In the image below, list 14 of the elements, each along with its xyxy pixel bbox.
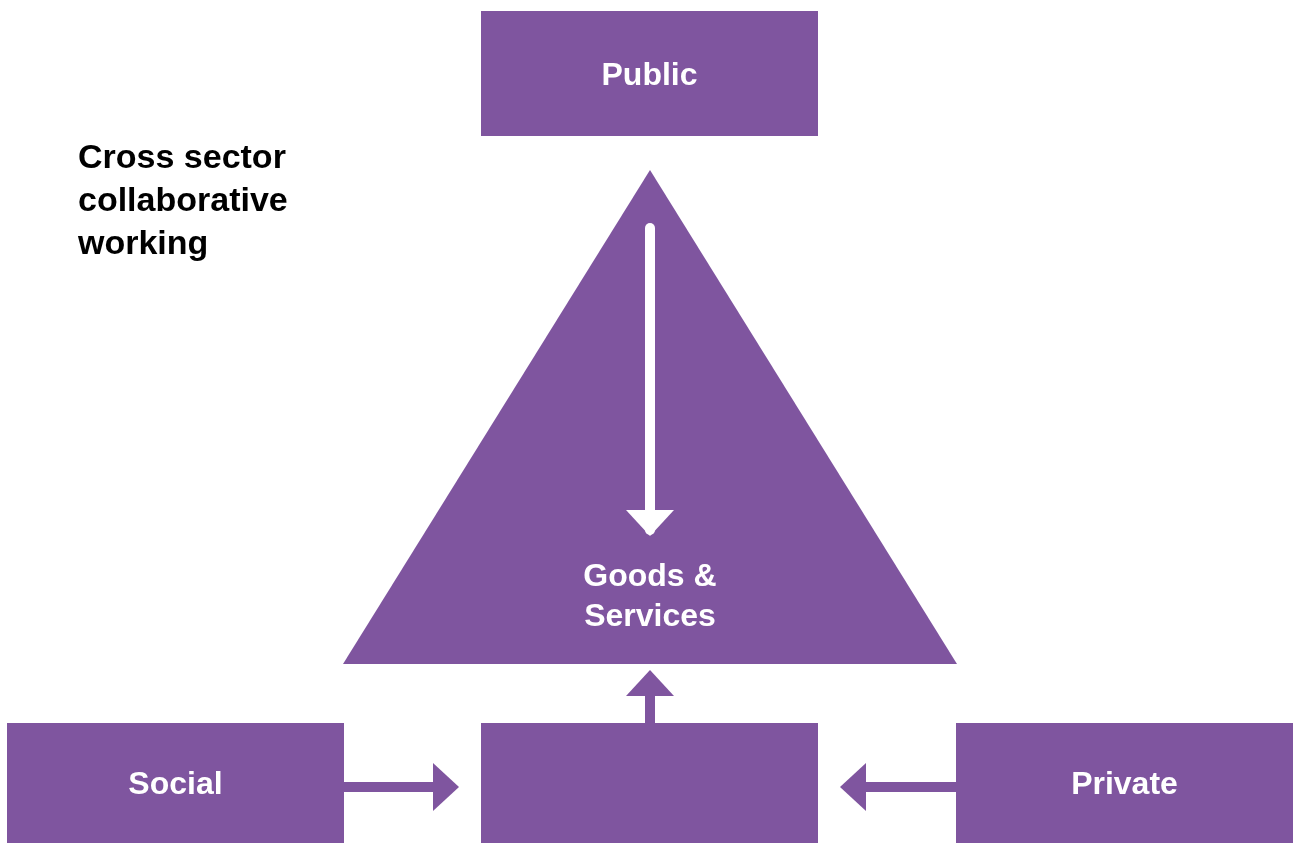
node-label: Public	[601, 54, 698, 94]
empty-box	[481, 723, 818, 843]
arrow	[626, 670, 674, 723]
sector-box	[956, 723, 1293, 843]
arrow	[840, 763, 956, 811]
diagram-title: Cross sector collaborative working	[78, 136, 289, 263]
node-label: Private	[1071, 764, 1178, 803]
sector-box	[7, 723, 344, 843]
arrow	[626, 223, 674, 536]
sector-box	[481, 11, 818, 136]
node-label: Goods & Services	[582, 556, 718, 635]
node-label: Social	[128, 764, 223, 803]
arrow	[344, 763, 459, 811]
triangle-shape	[343, 170, 957, 664]
